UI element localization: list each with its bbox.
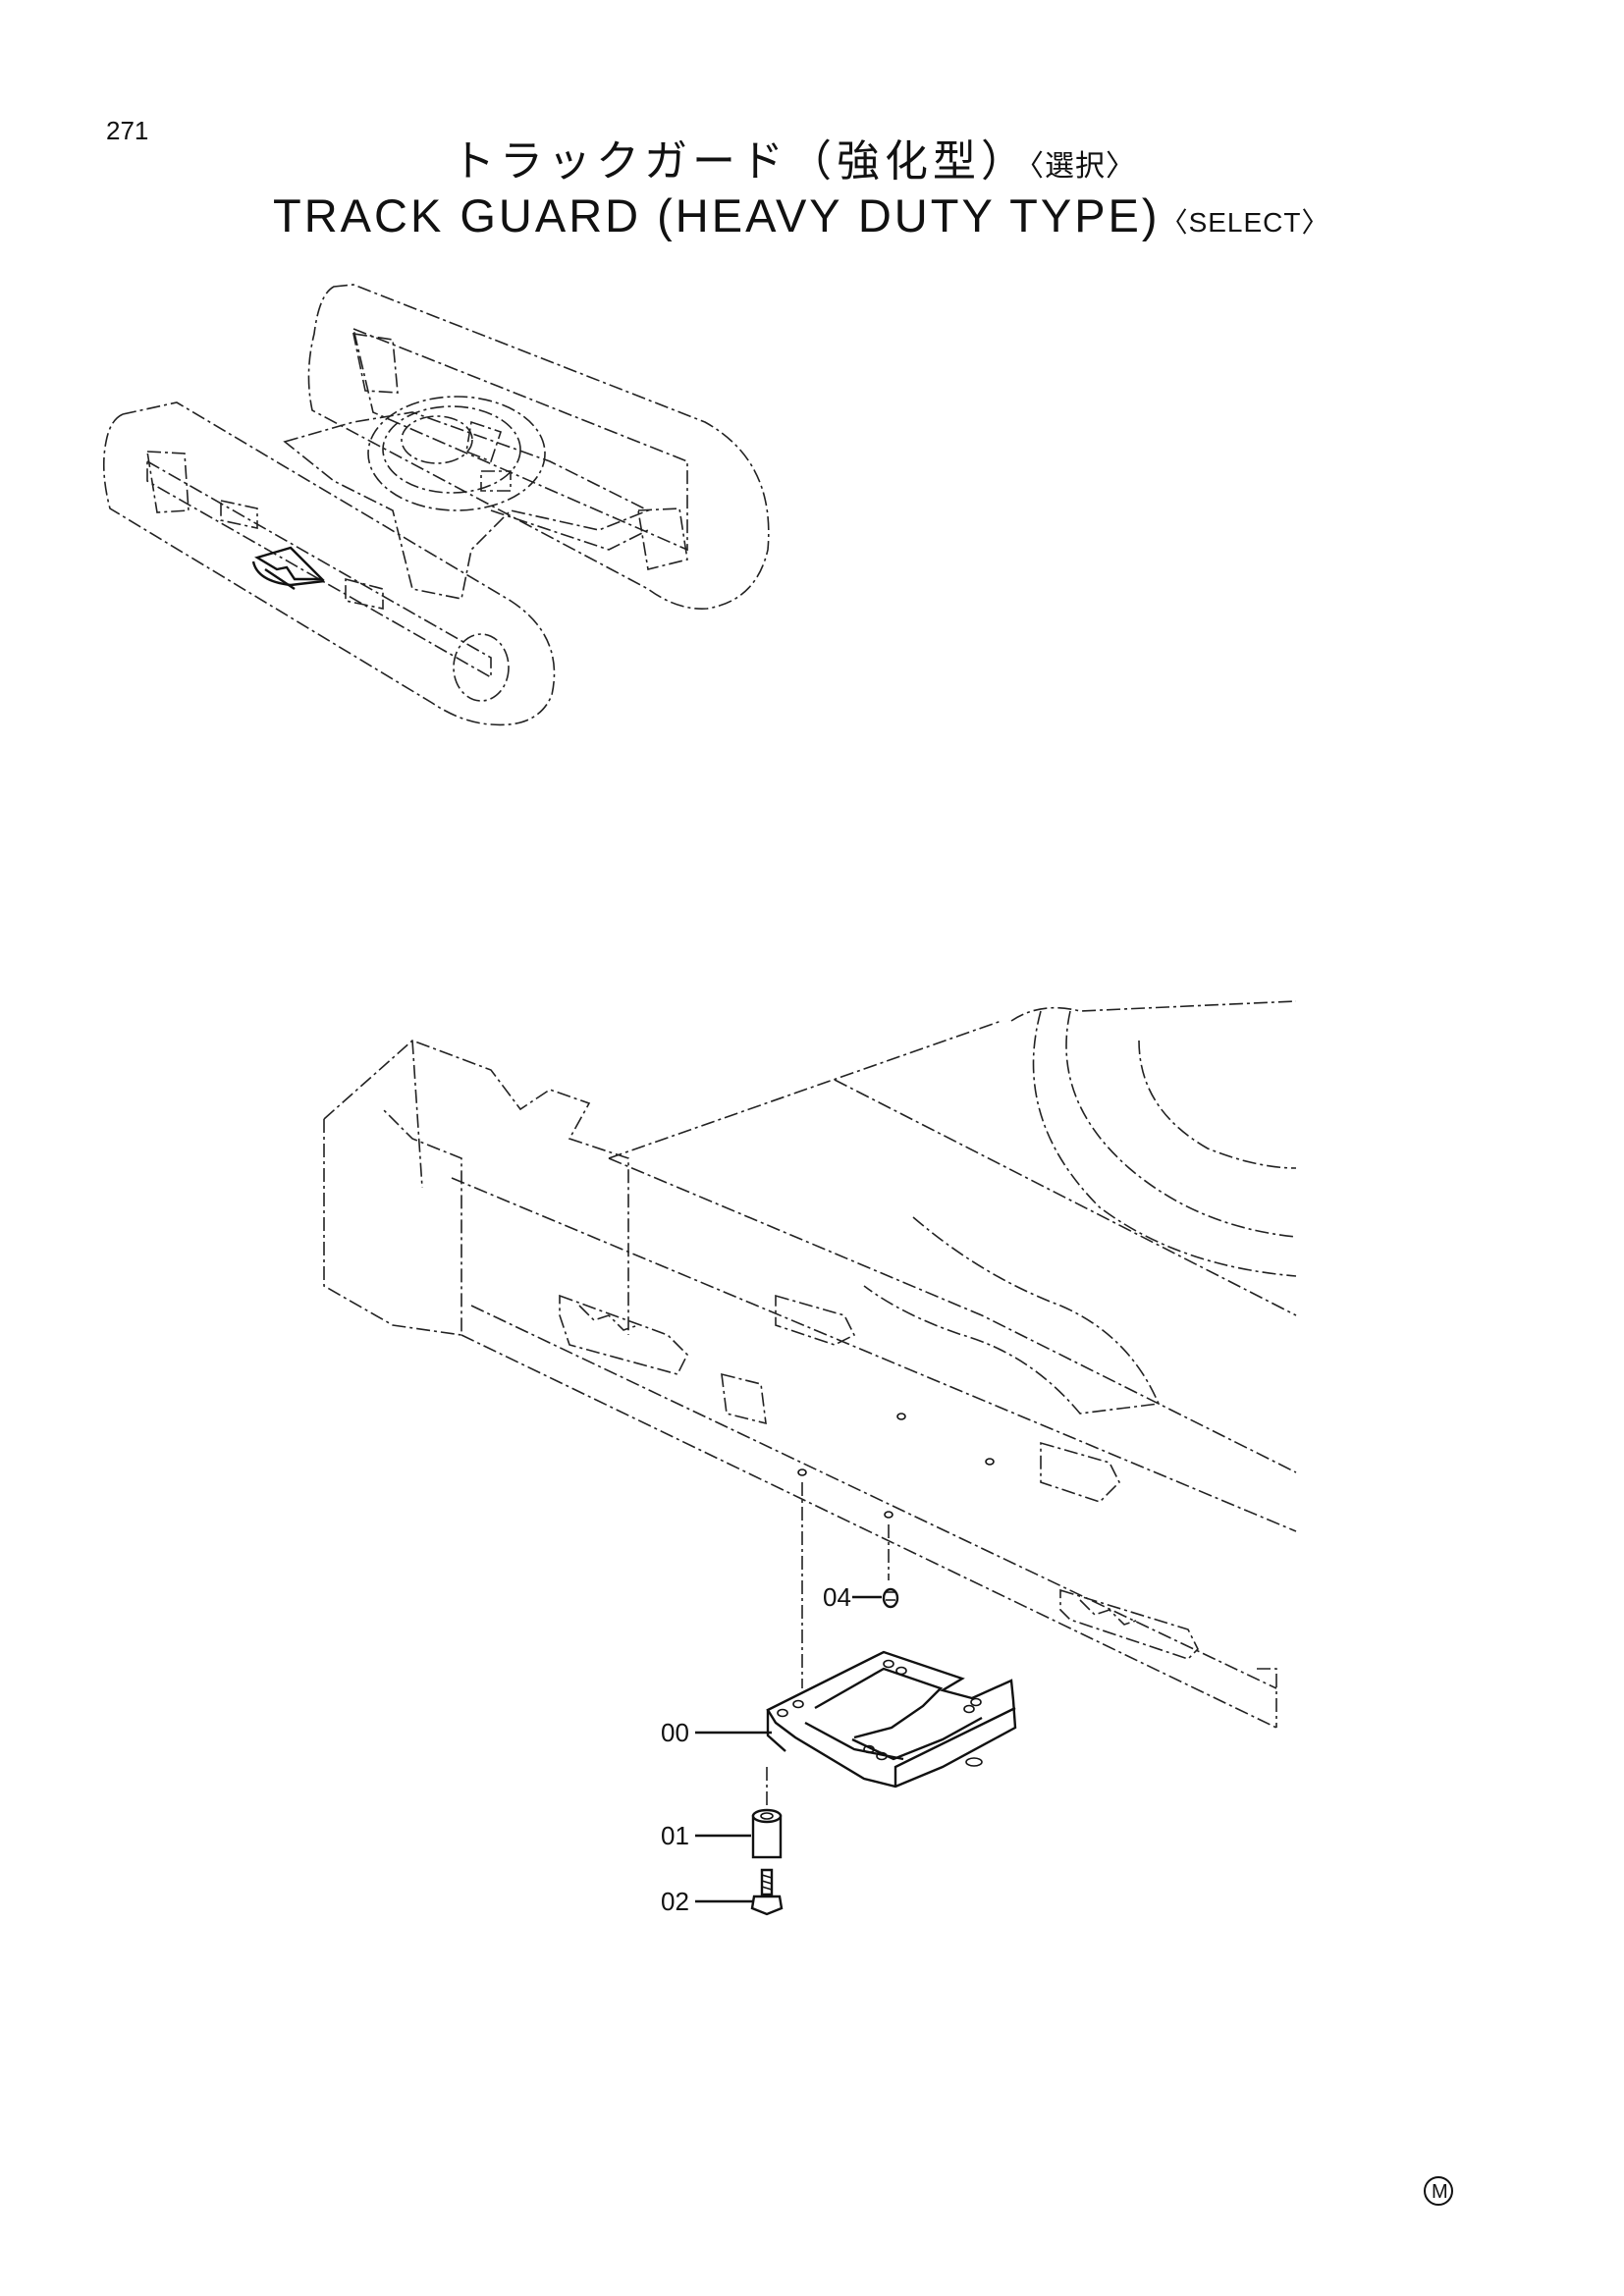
- callout-label-04: 04: [823, 1582, 851, 1612]
- title-english: TRACK GUARD (HEAVY DUTY TYPE)〈SELECT〉: [273, 188, 1330, 242]
- track-frame-detail: [323, 1000, 1297, 1729]
- callout-label-00: 00: [661, 1718, 689, 1747]
- callout-label-01: 01: [661, 1821, 689, 1850]
- undercarriage-overview: [102, 284, 770, 726]
- circled-m-mark-text: M: [1432, 2181, 1448, 2203]
- title-japanese-suffix: 〈選択〉: [1029, 149, 1136, 184]
- page-number: 271: [106, 116, 149, 145]
- title-english-text: TRACK GUARD (HEAVY DUTY TYPE): [273, 189, 1161, 241]
- spacer-part-01: [751, 1767, 783, 1859]
- title-japanese-text: トラックガード（強化型）: [452, 136, 1029, 187]
- track-guard-part-00: [766, 1650, 1017, 1789]
- bolt-part-02: [750, 1868, 784, 1916]
- plug-part-04: [882, 1587, 899, 1609]
- title-japanese: トラックガード（強化型）〈選択〉: [452, 126, 1136, 188]
- exploded-parts: 04 00 01 02: [661, 1482, 1017, 1916]
- circled-m-mark: M: [1424, 2176, 1453, 2206]
- title-english-suffix: 〈SELECT〉: [1160, 207, 1330, 238]
- callout-label-02: 02: [661, 1887, 689, 1916]
